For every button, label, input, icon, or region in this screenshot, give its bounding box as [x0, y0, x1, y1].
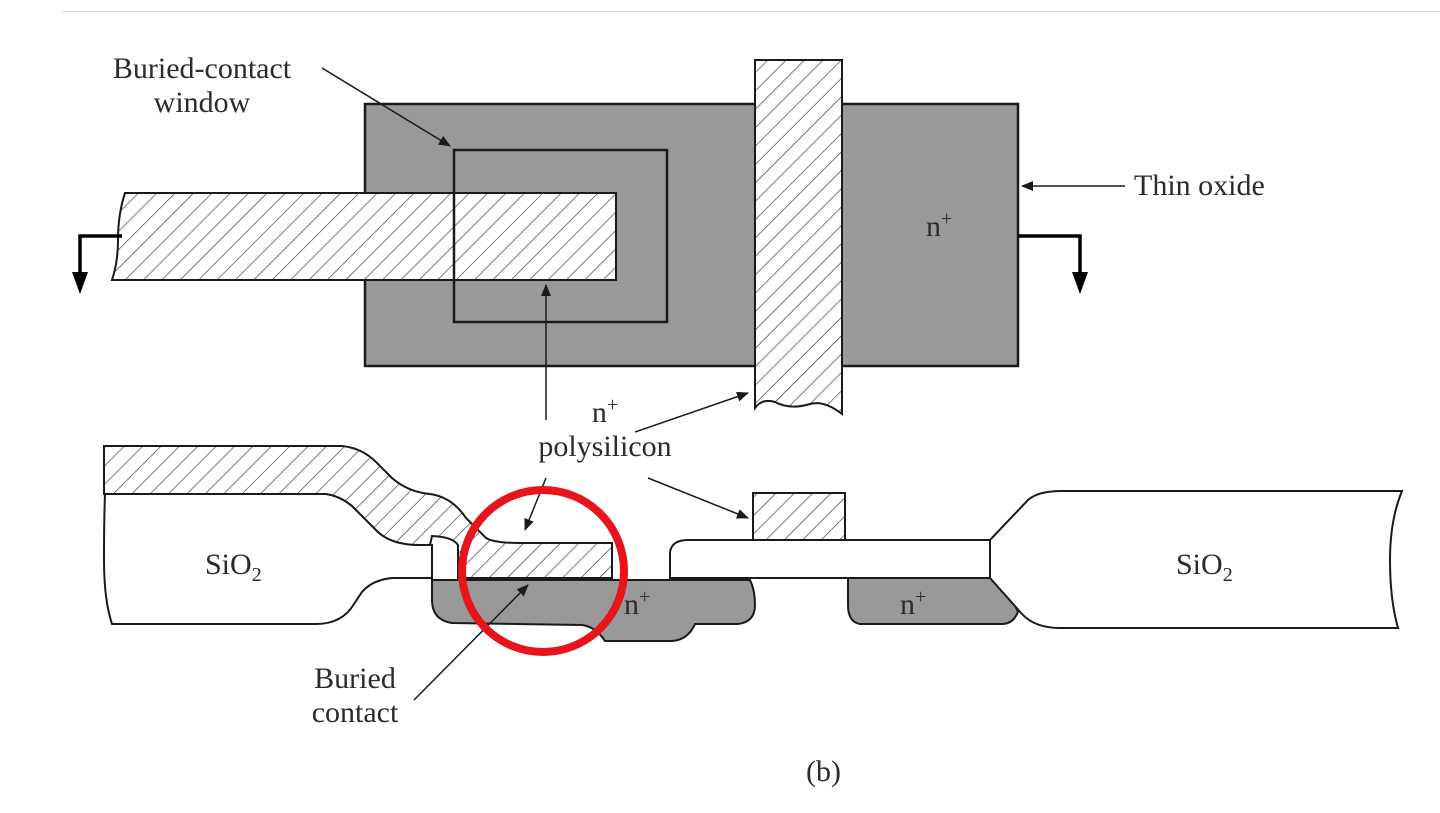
- label-sio2-left: SiO2: [205, 548, 262, 585]
- leader-buried-contact: [413, 584, 529, 701]
- label-sio2-left-text: SiO: [205, 548, 252, 581]
- n-plus-diffusion-right: [847, 577, 1020, 625]
- left-terminal-lead: [78, 234, 122, 282]
- subscript-2: 2: [1222, 564, 1233, 586]
- label-buried-contact-window: Buried-contact window: [82, 52, 322, 120]
- highlight-circle: [458, 486, 628, 656]
- label-buried-contact-window-line1: Buried-contact: [112, 52, 292, 85]
- label-buried-contact-window-line2: window: [153, 86, 251, 119]
- left-terminal-arrowhead: [72, 272, 88, 294]
- leader-poly-to-section: [524, 477, 547, 531]
- label-n-plus-diffusion-right: n+: [900, 586, 927, 622]
- label-polysilicon: polysilicon: [538, 430, 672, 463]
- right-terminal-arrowhead: [1072, 272, 1088, 294]
- label-thin-oxide: Thin oxide: [1134, 169, 1265, 202]
- label-sio2-right-text: SiO: [1176, 548, 1223, 581]
- label-buried-contact-line2: contact: [311, 696, 399, 729]
- label-n-plus-top: n+: [926, 208, 953, 244]
- n-plus-diffusion-left: [431, 579, 757, 642]
- leader-buried-contact-window: [321, 67, 451, 147]
- label-n-plus-diffusion-left-n: n: [624, 588, 639, 621]
- label-n-plus-poly: n+: [510, 394, 700, 430]
- polysilicon-interconnect: [103, 445, 613, 579]
- superscript-plus: +: [606, 394, 619, 416]
- leader-poly-to-gate-top: [634, 391, 749, 433]
- sio2-field-oxide-right: [989, 490, 1404, 629]
- poly-gate-vertical: [754, 59, 843, 417]
- superscript-plus: +: [639, 586, 651, 608]
- right-terminal-lead: [1018, 234, 1082, 282]
- label-n-plus-diffusion-left: n+: [624, 586, 651, 622]
- label-n-plus-diffusion-right-n: n: [900, 588, 915, 621]
- label-n-plus-top-n: n: [926, 210, 941, 243]
- label-sio2-right: SiO2: [1176, 548, 1233, 585]
- label-buried-contact: Buried contact: [285, 662, 425, 730]
- polysilicon-gate-section: [752, 492, 846, 541]
- label-n-plus-poly-n: n: [591, 396, 607, 429]
- subscript-2: 2: [251, 564, 262, 586]
- label-buried-contact-line1: Buried: [314, 662, 396, 695]
- figure-caption: (b): [806, 755, 841, 788]
- top-divider: [62, 11, 1440, 12]
- gate-oxide-strip: [669, 539, 991, 579]
- superscript-plus: +: [915, 586, 927, 608]
- label-n-plus-polysilicon: n+ polysilicon: [510, 394, 700, 464]
- buried-contact-window: [452, 148, 669, 324]
- leader-poly-to-gate-section: [647, 477, 749, 519]
- poly-wire-left: [110, 192, 617, 281]
- superscript-plus: +: [941, 208, 953, 230]
